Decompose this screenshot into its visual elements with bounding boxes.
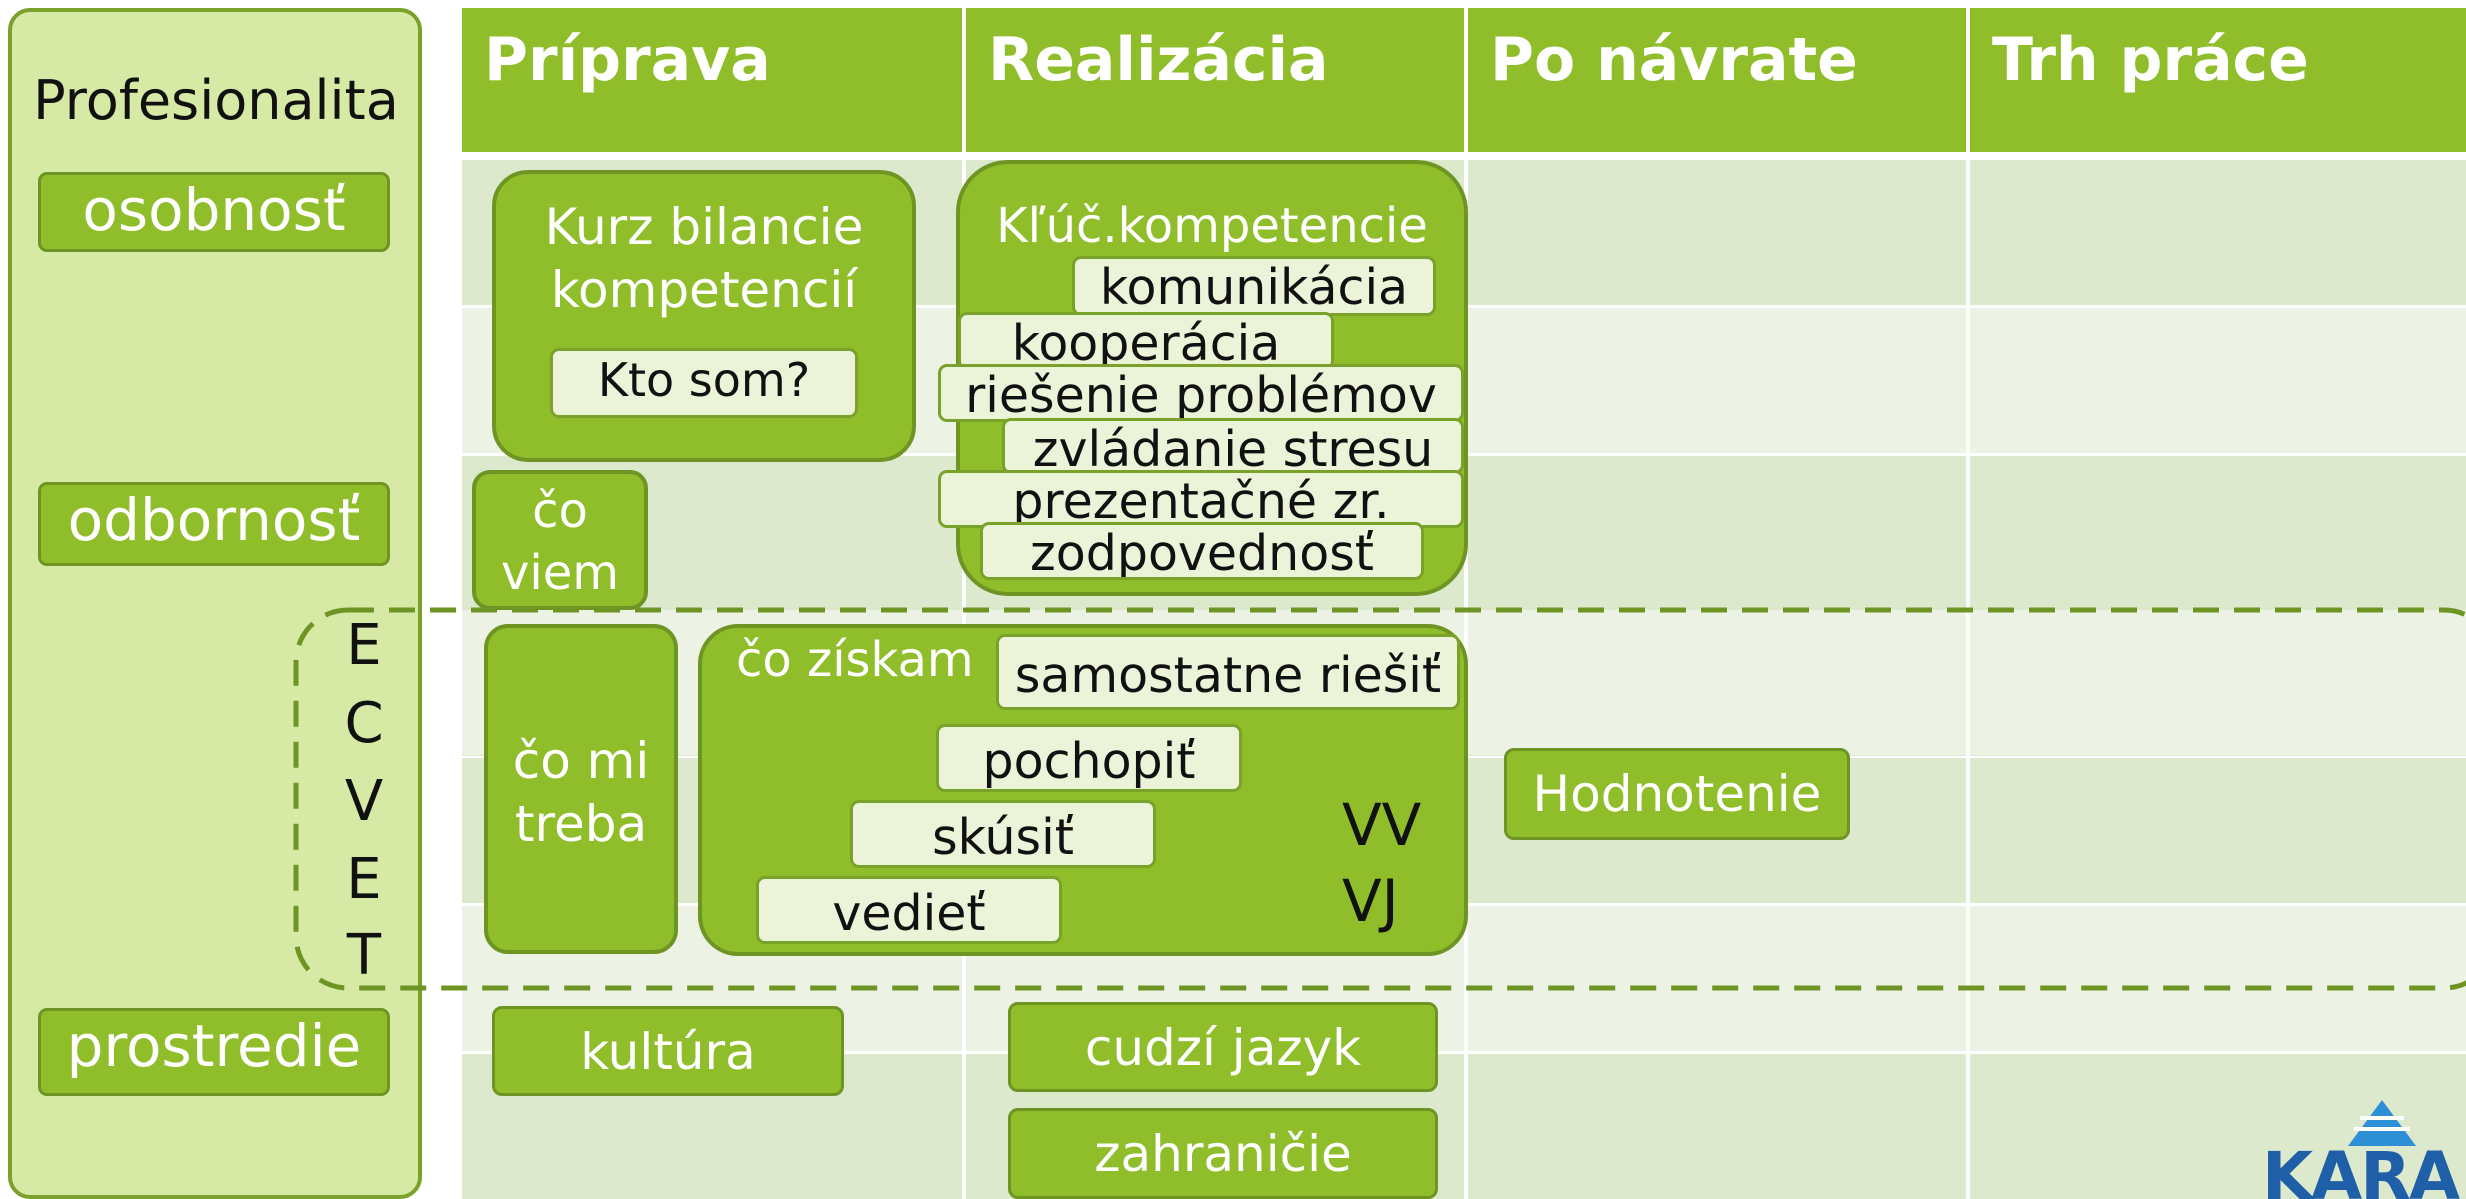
column-header-priprava: Príprava xyxy=(462,8,962,152)
ecvet-letter: T xyxy=(346,923,382,988)
hodnotenie-box: Hodnotenie xyxy=(1504,748,1850,840)
cudzi-jazyk-box: cudzí jazyk xyxy=(1008,1002,1438,1092)
co-viem-box: čo viem xyxy=(472,470,648,610)
kurz-bilancie-box: Kurz bilancie kompetencií xyxy=(492,170,916,462)
column-header-realizacia: Realizácia xyxy=(966,8,1464,152)
kluc-item-kooperacia: kooperácia xyxy=(958,312,1334,370)
vj-label: VJ xyxy=(1342,867,1399,935)
ziskam-item-vediet: vedieť xyxy=(756,876,1062,944)
column-header-po-navrate: Po návrate xyxy=(1468,8,1966,152)
category-prostredie: prostredie xyxy=(38,1008,390,1096)
profesionalita-title: Profesionalita xyxy=(33,69,399,132)
ziskam-item-skusit: skúsiť xyxy=(850,800,1156,868)
kurz-bilancie-line2: kompetencií xyxy=(550,260,858,319)
co-viem-line1: čo xyxy=(532,483,588,539)
co-mi-treba-line1: čo mi xyxy=(512,732,650,790)
klucove-kompetencie-title: Kľúč.kompetencie xyxy=(996,198,1428,254)
kluc-item-komunikacia: komunikácia xyxy=(1072,256,1436,316)
kluc-item-riesenie-problemov: riešenie problémov xyxy=(938,364,1464,422)
co-viem-line2: viem xyxy=(500,545,620,602)
kluc-item-prezentacne-zr: prezentačné zr. xyxy=(938,470,1464,528)
kultura-box: kultúra xyxy=(492,1006,844,1096)
column-divider xyxy=(962,8,966,1199)
kurz-bilancie-line1: Kurz bilancie xyxy=(544,198,864,256)
ecvet-letter: C xyxy=(344,691,384,756)
co-mi-treba-line2: treba xyxy=(514,794,648,853)
category-osobnost: osobnosť xyxy=(38,172,390,252)
column-divider xyxy=(1464,8,1468,1199)
co-ziskam-label: čo získam xyxy=(736,632,974,688)
vv-label: VV xyxy=(1342,791,1422,859)
ecvet-letter: V xyxy=(344,769,384,834)
co-mi-treba-box: čo mi treba xyxy=(484,624,678,954)
kluc-item-zodpovednost: zodpovednosť xyxy=(980,522,1424,580)
column-divider xyxy=(1966,8,1970,1199)
ziskam-item-samostatne-riesit: samostatne riešiť xyxy=(996,634,1460,710)
column-header-trh-prace: Trh práce xyxy=(1970,8,2466,152)
kara-logo-text: KARA xyxy=(2262,1144,2460,1199)
category-odbornost: odbornosť xyxy=(38,482,390,566)
kto-som-tag: Kto som? xyxy=(550,348,858,418)
zahranicie-box: zahraničie xyxy=(1008,1108,1438,1199)
ecvet-letter: E xyxy=(346,613,382,678)
ecvet-letter: E xyxy=(346,847,382,912)
ziskam-item-pochopit: pochopiť xyxy=(936,724,1242,792)
kara-logo-icon xyxy=(2348,1100,2416,1146)
kluc-item-zvladanie-stresu: zvládanie stresu xyxy=(1002,418,1464,474)
